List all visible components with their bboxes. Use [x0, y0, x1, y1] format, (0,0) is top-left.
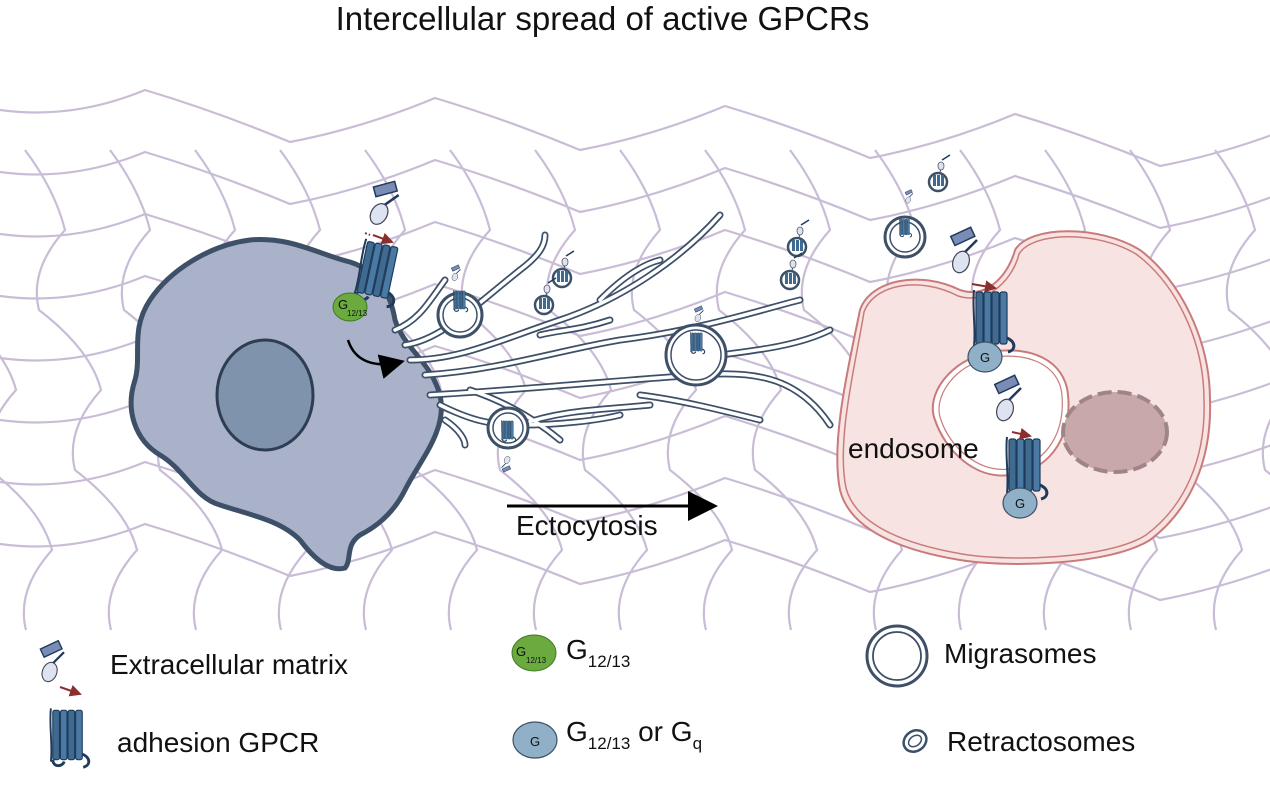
legend-g-chip: G: [530, 734, 540, 749]
g-chip-2: G: [1015, 496, 1025, 511]
adhesion-gpcr-left: [351, 176, 407, 310]
recipient-nucleus: [1061, 390, 1169, 474]
legend-gq-label: G12/13 or Gq: [566, 716, 703, 753]
legend-gpcr-label: adhesion GPCR: [117, 727, 320, 758]
legend-retractosomes-label: Retractosomes: [947, 726, 1136, 757]
g1213-chip-main: G: [338, 297, 348, 312]
legend-g1213-chip-main: G: [516, 644, 526, 659]
ectocytosis-label: Ectocytosis: [516, 510, 658, 541]
legend-graphics: G 12/13 G: [38, 624, 929, 769]
endosome-label: endosome: [848, 433, 979, 464]
legend-g1213-label: G12/13: [566, 634, 631, 671]
g1213-protein-cell: G 12/13: [332, 292, 368, 322]
export-arrow: [346, 339, 405, 379]
migrating-cell: [128, 236, 444, 572]
cell-nucleus: [215, 338, 315, 452]
retraction-fibers: [391, 211, 834, 449]
adhesion-gpcr-right: G G: [948, 225, 1049, 519]
g-chip-1: G: [980, 350, 990, 365]
legend-migrasomes-label: Migrasomes: [944, 638, 1097, 669]
legend-ecm-label: Extracellular matrix: [110, 649, 349, 680]
migrasome-vesicles: [436, 215, 927, 450]
legend-g1213-chip-sub: 12/13: [526, 656, 547, 665]
diagram-title: Intercellular spread of active GPCRs: [335, 0, 870, 37]
g1213-chip-sub: 12/13: [347, 309, 368, 318]
